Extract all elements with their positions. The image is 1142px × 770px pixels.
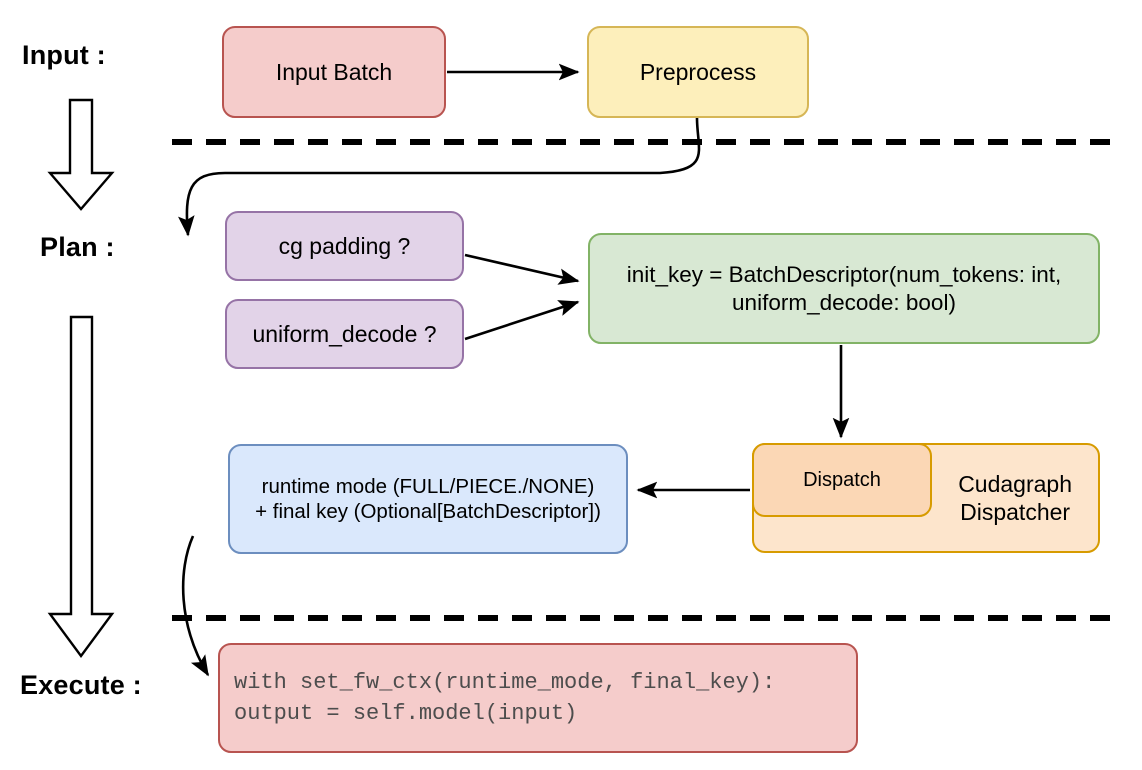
node-input-batch[interactable]: Input Batch [222,26,446,118]
node-cudagraph-dispatcher-label: Cudagraph Dispatcher [958,470,1072,525]
stage-label-input: Input : [22,40,106,70]
node-code-block-label: with set_fw_ctx(runtime_mode, final_key)… [234,669,776,726]
node-uniform-decode-label: uniform_decode ? [252,320,437,347]
node-runtime-mode[interactable]: runtime mode (FULL/PIECE./NONE) + final … [228,444,628,554]
connector-runtime-mode-to-code [181,535,210,677]
node-uniform-decode[interactable]: uniform_decode ? [225,299,464,369]
node-init-key-label: init_key = BatchDescriptor(num_tokens: i… [626,262,1062,315]
node-cg-padding-label: cg padding ? [278,232,411,259]
node-runtime-mode-label: runtime mode (FULL/PIECE./NONE) + final … [255,475,601,523]
stage-arrow-plan-to-execute [47,315,115,659]
stage-label-plan: Plan : [40,232,115,262]
node-init-key[interactable]: init_key = BatchDescriptor(num_tokens: i… [588,233,1100,344]
node-code-block[interactable]: with set_fw_ctx(runtime_mode, final_key)… [218,643,858,753]
node-cg-padding[interactable]: cg padding ? [225,211,464,281]
node-preprocess[interactable]: Preprocess [587,26,809,118]
node-dispatch[interactable]: Dispatch [752,443,932,517]
stage-label-execute: Execute : [20,670,142,700]
stage-arrow-input-to-plan [47,98,115,211]
node-dispatch-label: Dispatch [803,468,881,491]
node-input-batch-label: Input Batch [275,58,393,85]
connector-uniform-decode-to-init-key [464,300,580,341]
connector-cg-padding-to-init-key [464,253,580,285]
node-preprocess-label: Preprocess [639,58,757,85]
